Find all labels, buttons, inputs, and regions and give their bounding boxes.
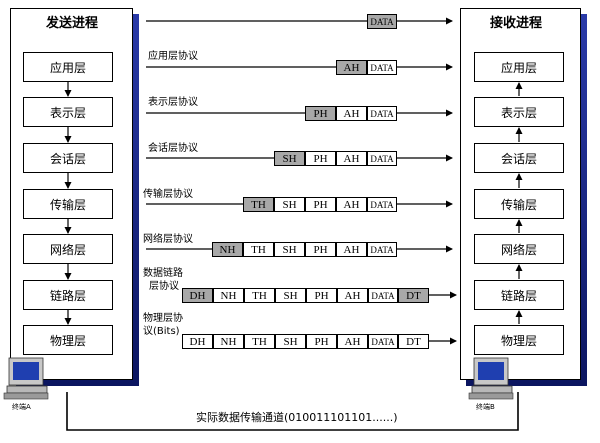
header-cell-data: DATA bbox=[367, 60, 397, 75]
header-cell-ah: AH bbox=[337, 288, 368, 303]
protocol-label-datalink-line1: 数据链路 bbox=[143, 268, 183, 279]
receiver-layer-session: 会话层 bbox=[474, 143, 564, 173]
header-cell-sh: SH bbox=[274, 151, 305, 166]
header-cell-th: TH bbox=[243, 242, 274, 257]
receiver-layer-physical: 物理层 bbox=[474, 325, 564, 355]
header-cell-data: DATA bbox=[368, 334, 398, 349]
header-cell-data: DATA bbox=[367, 151, 397, 166]
sender-layer-application: 应用层 bbox=[23, 52, 113, 82]
protocol-label-session: 会话层协议 bbox=[148, 143, 198, 154]
sender-layer-session: 会话层 bbox=[23, 143, 113, 173]
header-cell-th: TH bbox=[244, 288, 275, 303]
header-cell-ah: AH bbox=[336, 60, 367, 75]
header-cell-sh: SH bbox=[275, 334, 306, 349]
physical-channel-line bbox=[66, 392, 519, 431]
terminal-a-label: 终端A bbox=[12, 403, 31, 411]
header-cell-data: DATA bbox=[367, 14, 397, 29]
protocol-label-presentation: 表示层协议 bbox=[148, 97, 198, 108]
header-cell-th: TH bbox=[244, 334, 275, 349]
header-cell-ph: PH bbox=[306, 334, 337, 349]
header-cell-sh: SH bbox=[274, 242, 305, 257]
protocol-label-physical-line2: 议(Bits) bbox=[143, 326, 180, 337]
receiver-layer-application: 应用层 bbox=[474, 52, 564, 82]
sender-layer-transport: 传输层 bbox=[23, 189, 113, 219]
header-cell-dh: DH bbox=[182, 334, 213, 349]
header-cell-nh: NH bbox=[213, 334, 244, 349]
receiver-title: 接收进程 bbox=[490, 16, 543, 31]
protocol-label-application: 应用层协议 bbox=[148, 51, 198, 62]
protocol-label-physical-line1: 物理层协 bbox=[143, 313, 183, 324]
header-cell-ah: AH bbox=[336, 106, 367, 121]
protocol-label-transport: 传输层协议 bbox=[143, 189, 193, 200]
physical-channel-label: 实际数据传输通道(010011101101......) bbox=[196, 411, 398, 424]
terminal-a-computer-icon bbox=[3, 357, 49, 400]
header-cell-ah: AH bbox=[336, 151, 367, 166]
header-cell-sh: SH bbox=[275, 288, 306, 303]
header-cell-data: DATA bbox=[367, 197, 397, 212]
header-cell-nh: NH bbox=[213, 288, 244, 303]
header-cell-data: DATA bbox=[367, 106, 397, 121]
header-cell-ah: AH bbox=[336, 242, 367, 257]
sender-layer-network: 网络层 bbox=[23, 234, 113, 264]
header-cell-sh: SH bbox=[274, 197, 305, 212]
sender-layer-physical: 物理层 bbox=[23, 325, 113, 355]
header-cell-th: TH bbox=[243, 197, 274, 212]
protocol-label-datalink-line2: 层协议 bbox=[149, 281, 179, 292]
protocol-label-network: 网络层协议 bbox=[143, 234, 193, 245]
header-cell-nh: NH bbox=[212, 242, 243, 257]
header-cell-data: DATA bbox=[368, 288, 398, 303]
receiver-layer-datalink: 链路层 bbox=[474, 280, 564, 310]
header-cell-ah: AH bbox=[337, 334, 368, 349]
header-cell-dt: DT bbox=[398, 334, 429, 349]
header-cell-ph: PH bbox=[305, 197, 336, 212]
header-cell-ah: AH bbox=[336, 197, 367, 212]
header-cell-data: DATA bbox=[367, 242, 397, 257]
header-cell-ph: PH bbox=[305, 151, 336, 166]
receiver-layer-transport: 传输层 bbox=[474, 189, 564, 219]
header-cell-ph: PH bbox=[306, 288, 337, 303]
header-cell-dt: DT bbox=[398, 288, 429, 303]
terminal-b-computer-icon bbox=[468, 357, 514, 400]
sender-title: 发送进程 bbox=[46, 16, 99, 31]
receiver-layer-presentation: 表示层 bbox=[474, 97, 564, 127]
header-cell-ph: PH bbox=[305, 106, 336, 121]
header-cell-ph: PH bbox=[305, 242, 336, 257]
sender-layer-presentation: 表示层 bbox=[23, 97, 113, 127]
header-cell-dh: DH bbox=[182, 288, 213, 303]
terminal-b-label: 终端B bbox=[476, 403, 495, 411]
sender-layer-datalink: 链路层 bbox=[23, 280, 113, 310]
receiver-layer-network: 网络层 bbox=[474, 234, 564, 264]
